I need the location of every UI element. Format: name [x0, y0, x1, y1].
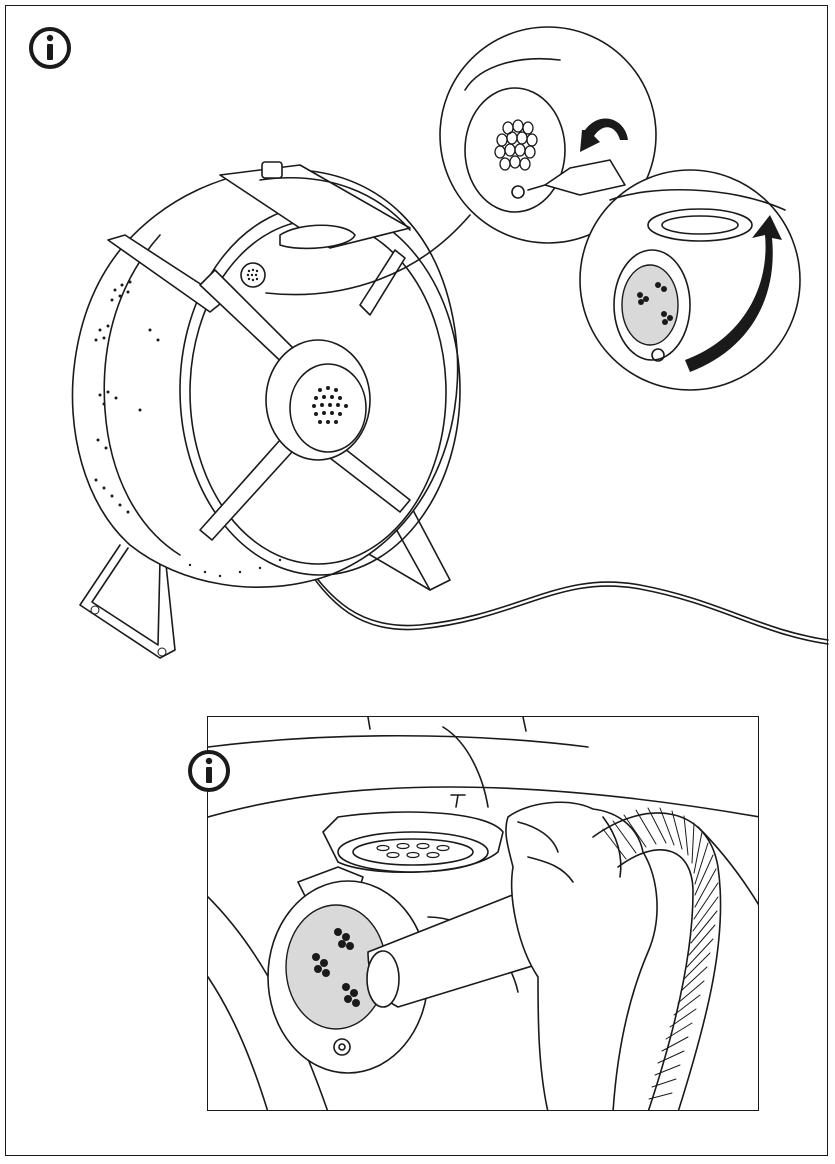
info-circle-icon: [188, 750, 230, 792]
hub-grille: [312, 386, 348, 424]
main-illustration: [71, 26, 829, 659]
inset-illustration-frame: [207, 716, 759, 1111]
rear-stand: [379, 494, 451, 591]
inset-illustration: [208, 717, 758, 1110]
lift-arrow-icon: [685, 215, 782, 372]
power-cable: [299, 554, 829, 641]
detail-grille: [494, 119, 538, 171]
page-frame: [5, 5, 828, 1156]
hand: [505, 801, 658, 1110]
info-circle-icon: [29, 27, 71, 69]
rotate-arrow-icon: [580, 118, 628, 152]
filter-cover: [322, 811, 504, 874]
dust-particles: [312, 928, 360, 1007]
front-stand: [79, 544, 176, 659]
screwdriver: [544, 159, 626, 196]
center-hub: [265, 339, 371, 461]
side-perforations: [94, 280, 160, 514]
vacuum-hose: [592, 812, 722, 1110]
